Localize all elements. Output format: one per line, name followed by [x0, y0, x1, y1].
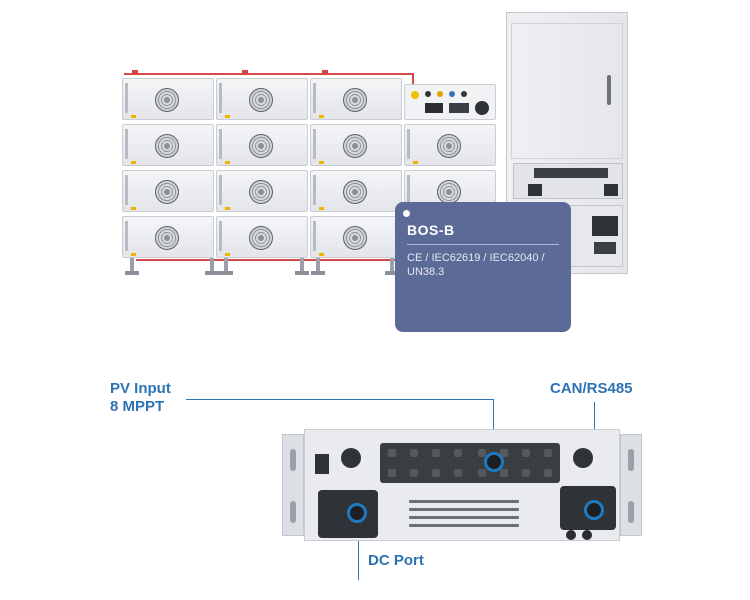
- dc-port-icon: [347, 503, 367, 523]
- cabinet-panel: [513, 163, 623, 199]
- dc-leader-line: [358, 514, 359, 580]
- cabinet-door: [511, 23, 623, 159]
- pv-input-line1: PV Input: [110, 380, 171, 397]
- bottom-cable: [136, 259, 396, 261]
- cable-gland: [582, 530, 592, 540]
- top-cable: [124, 73, 414, 75]
- cable-tab: [132, 70, 138, 75]
- rack-ear-left: [282, 434, 304, 536]
- certification-card: BOS-B CE / IEC62619 / IEC62040 / UN38.3: [395, 202, 571, 332]
- dc-port-label: DC Port: [368, 552, 424, 569]
- fan-icon: [155, 180, 179, 204]
- cable-tab: [322, 70, 328, 75]
- fan-icon: [343, 226, 367, 250]
- fan-icon: [437, 134, 461, 158]
- battery-module: [310, 124, 402, 166]
- leg: [300, 258, 304, 272]
- leg: [316, 258, 320, 272]
- fan-icon: [249, 88, 273, 112]
- cable-tab: [242, 70, 248, 75]
- leg: [390, 258, 394, 272]
- switch-knob-icon: [573, 448, 593, 468]
- battery-module: [216, 170, 308, 212]
- fan-icon: [343, 88, 367, 112]
- fan-icon: [155, 134, 179, 158]
- rack-ear-right: [620, 434, 642, 536]
- battery-module: [216, 124, 308, 166]
- battery-module: [310, 170, 402, 212]
- battery-module: [122, 170, 214, 212]
- battery-module: [216, 78, 308, 120]
- leg: [224, 258, 228, 272]
- battery-module: [310, 216, 402, 258]
- pv-leader-line: [186, 399, 494, 400]
- side-cable: [412, 73, 414, 93]
- card-dot: [403, 210, 410, 217]
- battery-module: [404, 124, 496, 166]
- leg: [130, 258, 134, 272]
- fan-icon: [155, 88, 179, 112]
- pv-port-icon: [484, 452, 504, 472]
- fan-icon: [249, 134, 273, 158]
- battery-module: [122, 78, 214, 120]
- control-box: [404, 84, 496, 120]
- fan-icon: [343, 134, 367, 158]
- fan-icon: [155, 226, 179, 250]
- fan-icon: [343, 180, 367, 204]
- door-handle: [607, 75, 611, 105]
- battery-module: [216, 216, 308, 258]
- switch-knob-icon: [341, 448, 361, 468]
- fan-icon: [249, 226, 273, 250]
- cable-gland: [566, 530, 576, 540]
- card-title: BOS-B: [407, 222, 455, 238]
- card-spec-line1: CE / IEC62619 / IEC62040 /: [407, 252, 545, 264]
- card-spec-line2: UN38.3: [407, 266, 445, 278]
- battery-module: [122, 216, 214, 258]
- pv-input-line2: 8 MPPT: [110, 398, 165, 415]
- can-rs485-label: CAN/RS485: [550, 380, 633, 397]
- fan-icon: [249, 180, 273, 204]
- card-divider: [407, 244, 559, 245]
- leg: [210, 258, 214, 272]
- pv-input-label: PV Input 8 MPPT: [110, 380, 171, 416]
- can-port-icon: [584, 500, 604, 520]
- fan-icon: [437, 180, 461, 204]
- battery-module: [310, 78, 402, 120]
- terminal-block: [315, 454, 329, 474]
- battery-module: [122, 124, 214, 166]
- pv-leader-line: [493, 399, 494, 455]
- pv-connector-block: [380, 443, 560, 483]
